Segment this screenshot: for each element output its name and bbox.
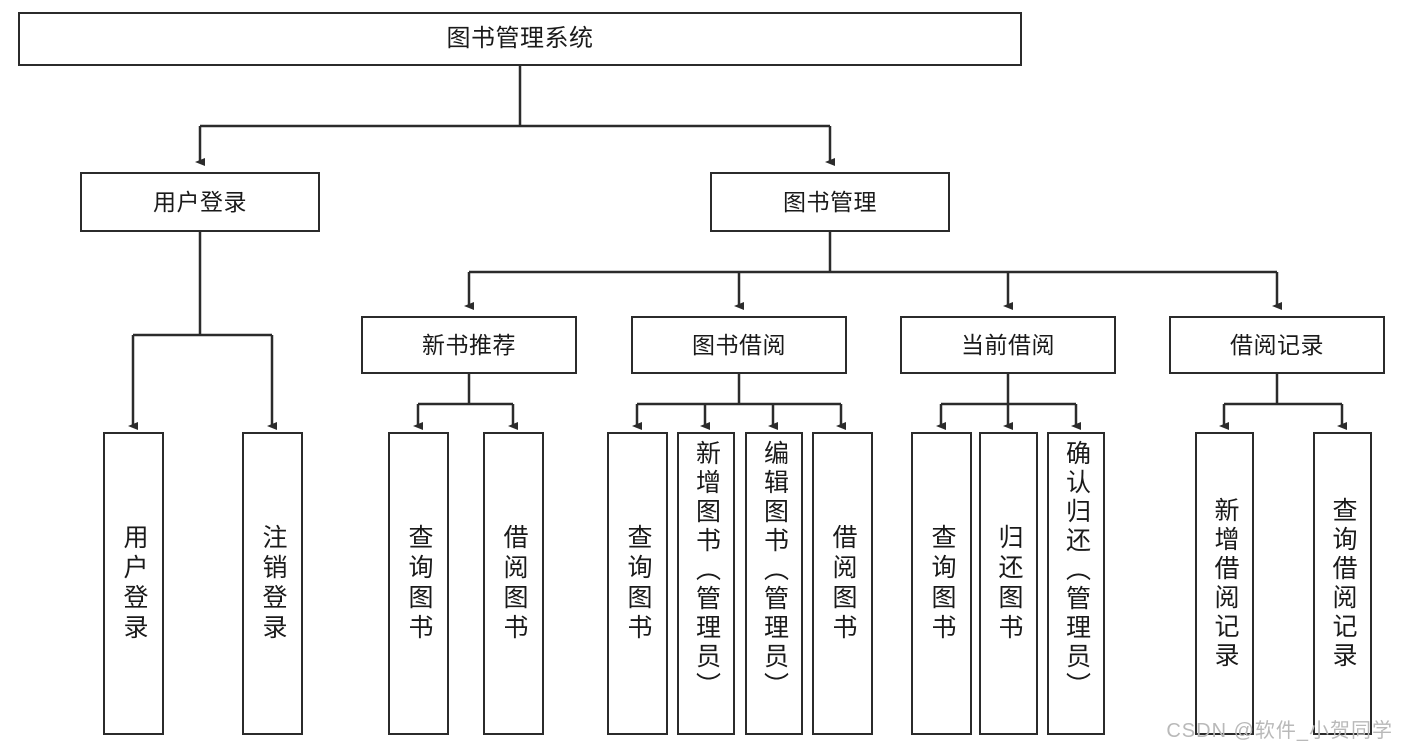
node-label: 确认归还（管理员） (1062, 440, 1091, 701)
node-label: 查询图书 (928, 523, 956, 644)
node-label: 查询图书 (624, 523, 652, 644)
leaf-return-books[interactable]: 归还图书 (979, 432, 1038, 735)
node-label: 注销登录 (259, 523, 287, 644)
leaf-query-borrow-record[interactable]: 查询借阅记录 (1313, 432, 1372, 735)
leaf-logout[interactable]: 注销登录 (242, 432, 303, 735)
leaf-borrow-books-recommend[interactable]: 借阅图书 (483, 432, 544, 735)
leaf-user-login[interactable]: 用户登录 (103, 432, 164, 735)
node-label: 借阅记录 (1230, 331, 1324, 358)
node-label: 用户登录 (153, 188, 247, 215)
leaf-edit-book-admin[interactable]: 编辑图书（管理员） (745, 432, 803, 735)
node-user-login[interactable]: 用户登录 (80, 172, 320, 232)
leaf-query-books-borrow[interactable]: 查询图书 (607, 432, 668, 735)
node-label: 新书推荐 (422, 331, 516, 358)
csdn-watermark: CSDN @软件_小贺同学 (1166, 720, 1393, 742)
node-label: 图书借阅 (692, 331, 786, 358)
node-borrow-records[interactable]: 借阅记录 (1169, 316, 1385, 374)
node-label: 借阅图书 (829, 523, 857, 644)
node-label: 查询图书 (405, 523, 433, 644)
leaf-confirm-return-admin[interactable]: 确认归还（管理员） (1047, 432, 1105, 735)
node-label: 图书管理系统 (446, 25, 594, 53)
leaf-query-books-recommend[interactable]: 查询图书 (388, 432, 449, 735)
node-book-borrow[interactable]: 图书借阅 (631, 316, 847, 374)
node-label: 借阅图书 (500, 523, 528, 644)
node-label: 用户登录 (120, 523, 148, 644)
node-label: 新增图书（管理员） (692, 440, 721, 701)
node-label: 归还图书 (995, 523, 1023, 644)
leaf-query-books-current[interactable]: 查询图书 (911, 432, 972, 735)
node-label: 当前借阅 (961, 331, 1055, 358)
node-label: 新增借阅记录 (1211, 496, 1239, 671)
leaf-add-book-admin[interactable]: 新增图书（管理员） (677, 432, 735, 735)
leaf-add-borrow-record[interactable]: 新增借阅记录 (1195, 432, 1254, 735)
node-new-book-recommend[interactable]: 新书推荐 (361, 316, 577, 374)
leaf-borrow-books-borrow[interactable]: 借阅图书 (812, 432, 873, 735)
node-label: 查询借阅记录 (1329, 496, 1357, 671)
node-root-system[interactable]: 图书管理系统 (18, 12, 1022, 66)
node-label: 图书管理 (783, 188, 877, 215)
node-label: 编辑图书（管理员） (760, 440, 789, 701)
node-current-borrow[interactable]: 当前借阅 (900, 316, 1116, 374)
node-book-management[interactable]: 图书管理 (710, 172, 950, 232)
